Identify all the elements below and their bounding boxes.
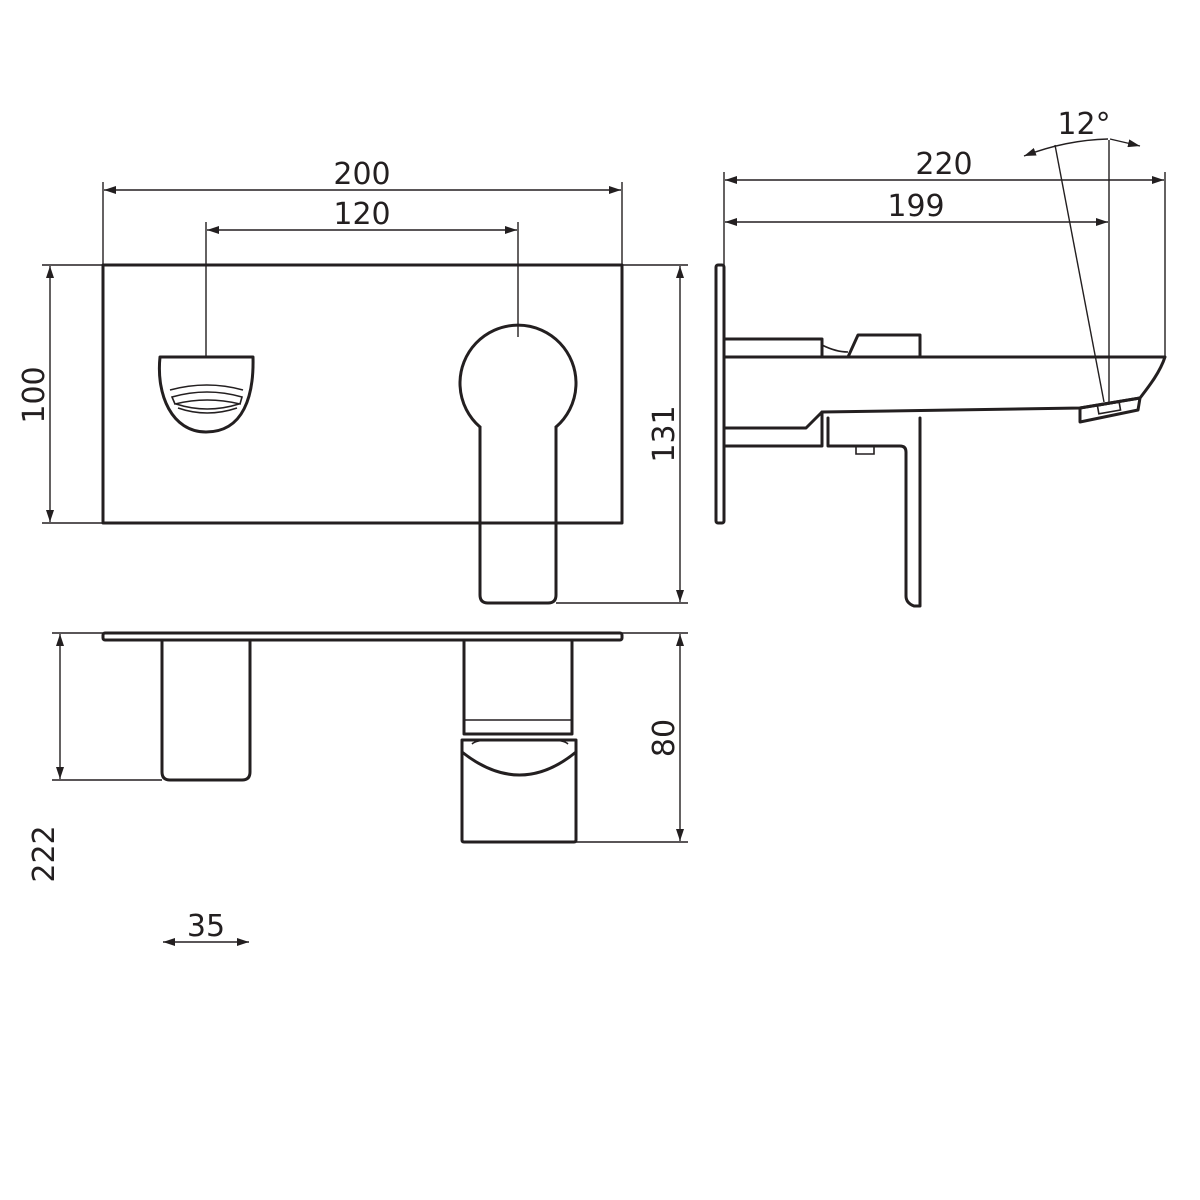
front-plate — [101, 263, 624, 525]
dim-label-222: 222 — [27, 825, 62, 882]
dimension-plate-height: 100 — [17, 264, 103, 524]
dim-label-199: 199 — [887, 189, 944, 224]
dim-label-220: 220 — [915, 147, 972, 182]
top-handle — [460, 638, 578, 844]
top-view: 80 222 35 — [27, 631, 688, 946]
dim-label-100: 100 — [17, 366, 52, 423]
dim-label-120: 120 — [333, 197, 390, 232]
side-wall-plate — [714, 263, 726, 525]
dimension-center-spacing: 120 — [205, 197, 519, 357]
top-spout — [160, 638, 252, 782]
dimension-spout-reach: 199 — [725, 140, 1110, 404]
side-body — [722, 337, 824, 359]
handle — [458, 323, 578, 605]
dim-label-35: 35 — [187, 909, 225, 944]
side-aerator — [1078, 396, 1142, 424]
dimension-spout-projection: 220 — [723, 147, 1166, 357]
spout-outlet — [157, 355, 255, 434]
side-view: 220 199 12° — [714, 107, 1167, 608]
dimension-spout-length: 222 — [27, 632, 162, 883]
front-view: 200 120 100 131 — [17, 157, 688, 605]
dimension-spout-angle: 12° — [1023, 107, 1141, 403]
dim-label-12deg: 12° — [1057, 107, 1110, 142]
dimension-overall-width: 200 — [102, 157, 623, 265]
dimension-handle-depth: 80 — [576, 632, 688, 843]
dim-label-80: 80 — [647, 719, 682, 757]
dimension-spout-width: 35 — [163, 909, 249, 946]
dim-label-200: 200 — [333, 157, 390, 192]
dim-label-131: 131 — [647, 405, 682, 462]
dimension-height-with-handle: 131 — [556, 264, 688, 604]
side-spout — [722, 355, 1167, 430]
top-wall-plate — [101, 631, 624, 642]
